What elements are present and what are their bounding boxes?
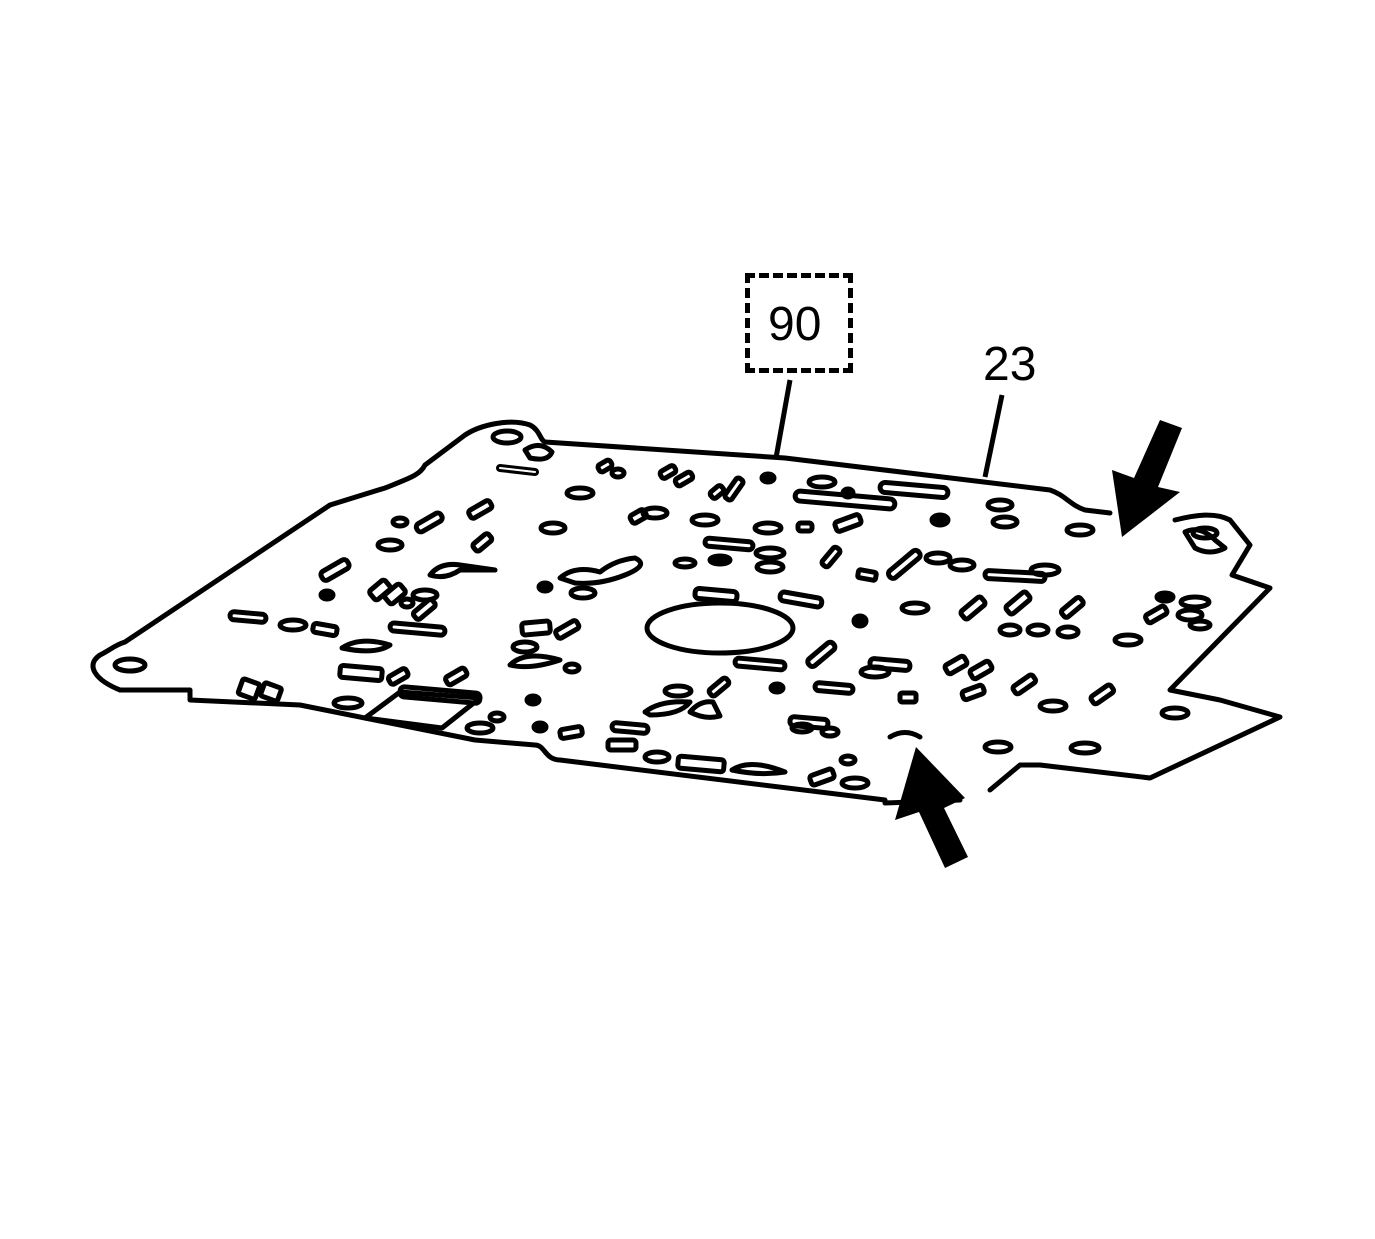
leader-line-23 bbox=[982, 394, 1005, 478]
leader-line-90 bbox=[773, 379, 793, 459]
arrow-down-left-icon bbox=[1112, 420, 1182, 537]
callout-23-label: 23 bbox=[983, 338, 1037, 391]
arrow-up-left-icon bbox=[895, 747, 968, 868]
plate-outline bbox=[90, 419, 1113, 693]
leader-lines bbox=[773, 379, 1005, 478]
callout-90-box bbox=[745, 273, 853, 373]
center-oval bbox=[644, 600, 796, 656]
arrows bbox=[895, 420, 1182, 868]
callout-90-label: 90 bbox=[768, 298, 822, 351]
